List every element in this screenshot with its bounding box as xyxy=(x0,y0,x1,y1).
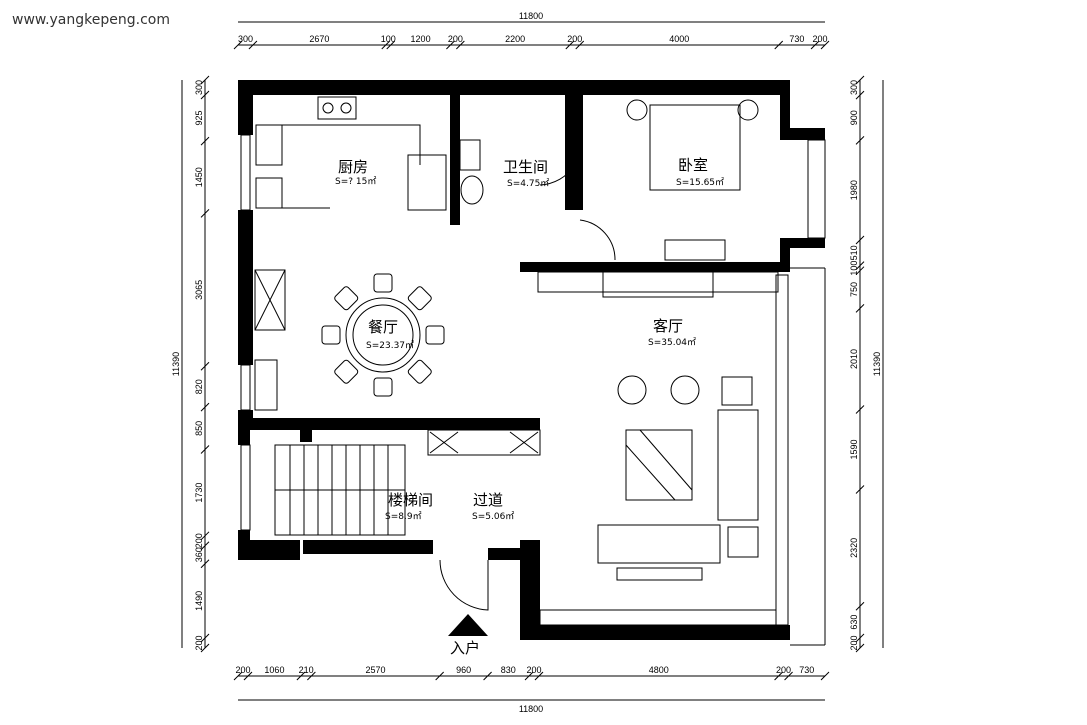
dimension-label: 4000 xyxy=(669,34,689,44)
dimension-label: 100 xyxy=(849,261,859,276)
dimension-label: 1200 xyxy=(411,34,431,44)
dimension-label: 1980 xyxy=(849,180,859,200)
windows xyxy=(240,134,826,646)
chair-icon xyxy=(407,286,432,311)
dimension-label: 200 xyxy=(235,665,250,675)
dimension-label: 2670 xyxy=(309,34,329,44)
dimension-label: 200 xyxy=(194,533,204,548)
room-area-bedroom: S=15.65㎡ xyxy=(676,177,724,188)
dimension-label: 4800 xyxy=(649,665,669,675)
entrance-label: 入户 xyxy=(450,639,480,657)
dimension-label: 210 xyxy=(299,665,314,675)
room-area-dining: S=23.37㎡ xyxy=(366,340,414,351)
room-name-stairs: 楼梯间 xyxy=(388,491,433,509)
dimension-label: 200 xyxy=(567,34,582,44)
entrance-arrow-icon xyxy=(448,614,488,636)
chair-icon xyxy=(407,359,432,384)
dimension-total: 11390 xyxy=(171,352,181,376)
dimension-label: 360 xyxy=(194,547,204,562)
dimension-label: 750 xyxy=(849,282,859,297)
dining-table-icon xyxy=(345,297,421,373)
toilet-icon xyxy=(459,139,481,171)
room-name-bedroom: 卧室 xyxy=(678,156,708,174)
chair-icon xyxy=(334,286,359,311)
dimension-label: 3065 xyxy=(194,280,204,300)
dimension-label: 100 xyxy=(381,34,396,44)
dimension-label: 1590 xyxy=(849,440,859,460)
room-name-bathroom: 卫生间 xyxy=(503,158,548,176)
sofa-icon xyxy=(717,409,759,521)
dimension-label: 630 xyxy=(849,615,859,630)
dimension-label: 300 xyxy=(194,80,204,95)
dimension-label: 730 xyxy=(789,34,804,44)
dimension-total: 11800 xyxy=(519,704,543,714)
dimension-label: 2320 xyxy=(849,538,859,558)
dimension-label: 900 xyxy=(849,110,859,125)
chair-icon xyxy=(373,273,393,293)
dimension-label: 1730 xyxy=(194,483,204,503)
dimension-label: 820 xyxy=(194,379,204,394)
dimension-label: 300 xyxy=(849,80,859,95)
walls xyxy=(238,80,825,640)
dimension-label: 1060 xyxy=(264,665,284,675)
room-name-dining: 餐厅 xyxy=(368,318,398,336)
dimension-label: 200 xyxy=(526,665,541,675)
furniture xyxy=(254,96,779,636)
chair-icon xyxy=(373,377,393,397)
dimension-label: 830 xyxy=(501,665,516,675)
tv-cabinet-icon xyxy=(616,567,703,581)
dimension-label: 200 xyxy=(194,635,204,650)
room-name-kitchen: 厨房 xyxy=(338,158,368,176)
basin-icon xyxy=(460,175,484,205)
dimension-label: 200 xyxy=(813,34,828,44)
dimension-label: 2010 xyxy=(849,349,859,369)
room-area-bathroom: S=4.75㎡ xyxy=(507,178,549,189)
dimension-label: 2570 xyxy=(366,665,386,675)
room-labels: 厨房 S=? 15㎡ 卫生间 S=4.75㎡ 卧室 S=15.65㎡ 餐厅 S=… xyxy=(335,156,724,657)
dimension-label: 200 xyxy=(776,665,791,675)
stove-icon xyxy=(317,96,357,120)
dimension-label: 730 xyxy=(799,665,814,675)
dimension-label: 510 xyxy=(849,245,859,260)
room-area-hallway: S=5.06㎡ xyxy=(472,511,514,522)
chair-icon xyxy=(334,359,359,384)
dimension-label: 960 xyxy=(456,665,471,675)
fridge-icon xyxy=(407,154,447,211)
dimension-label: 925 xyxy=(194,111,204,126)
sink-icon xyxy=(255,124,283,166)
dimension-label: 2200 xyxy=(505,34,525,44)
room-area-stairs: S=8.9㎡ xyxy=(385,511,422,522)
dimension-total: 11800 xyxy=(519,11,543,21)
dimension-label: 1450 xyxy=(194,167,204,187)
bed-icon xyxy=(649,104,741,191)
armchair-icon xyxy=(670,375,700,405)
room-area-living: S=35.04㎡ xyxy=(648,337,696,348)
dimension-total: 11390 xyxy=(872,352,882,376)
dimension-label: 200 xyxy=(849,635,859,650)
dimension-label: 200 xyxy=(448,34,463,44)
chair-icon xyxy=(425,325,445,345)
dimension-lines xyxy=(181,21,884,701)
chair-icon xyxy=(321,325,341,345)
room-area-kitchen: S=? 15㎡ xyxy=(335,176,376,187)
sofa-icon xyxy=(597,524,721,564)
coffee-table-icon xyxy=(625,429,693,501)
room-name-living: 客厅 xyxy=(653,317,683,335)
dimension-label: 850 xyxy=(194,421,204,436)
armchair-icon xyxy=(617,375,647,405)
watermark: www.yangkepeng.com xyxy=(12,12,170,28)
dimension-label: 300 xyxy=(238,34,253,44)
room-name-hallway: 过道 xyxy=(473,491,503,509)
dimension-label: 1490 xyxy=(194,591,204,611)
